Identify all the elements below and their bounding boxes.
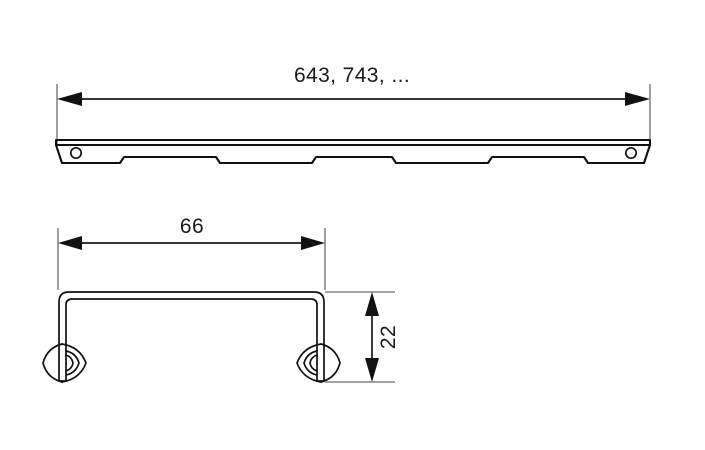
foot-right-outer-lens-left	[296, 343, 322, 383]
foot-left-inner-lens	[65, 350, 80, 376]
foot-left-outer-lens	[42, 343, 63, 383]
profile-view-group: 66 22	[42, 215, 400, 383]
length-arrow-left-icon	[57, 92, 82, 106]
width-arrow-right-icon	[301, 236, 325, 250]
plate-body-outline	[54, 143, 652, 165]
width-dimension-label: 66	[180, 215, 204, 238]
foot-right-outer-lens	[320, 343, 341, 383]
plate-mounting-hole-left	[69, 146, 83, 160]
top-view-group: 643, 743, ...	[54, 64, 652, 165]
height-arrow-bottom-icon	[365, 358, 379, 382]
foot-right-inner-lens	[303, 350, 318, 376]
plate-mounting-hole-right	[624, 146, 638, 160]
length-dimension-label: 643, 743, ...	[294, 64, 410, 87]
foot-right-core-lens	[309, 354, 318, 372]
plate-top-rim	[54, 138, 652, 147]
foot-left-core-lens	[65, 354, 74, 372]
height-arrow-top-icon	[365, 292, 379, 316]
profile-foot-right	[296, 343, 341, 383]
length-arrow-right-icon	[625, 92, 650, 106]
profile-outer-wall	[58, 291, 325, 382]
profile-inner-wall	[65, 298, 318, 382]
foot-left-outer-lens-right	[61, 343, 87, 383]
height-dimension-label: 22	[377, 325, 400, 349]
profile-foot-left	[42, 343, 87, 383]
width-arrow-left-icon	[58, 236, 82, 250]
